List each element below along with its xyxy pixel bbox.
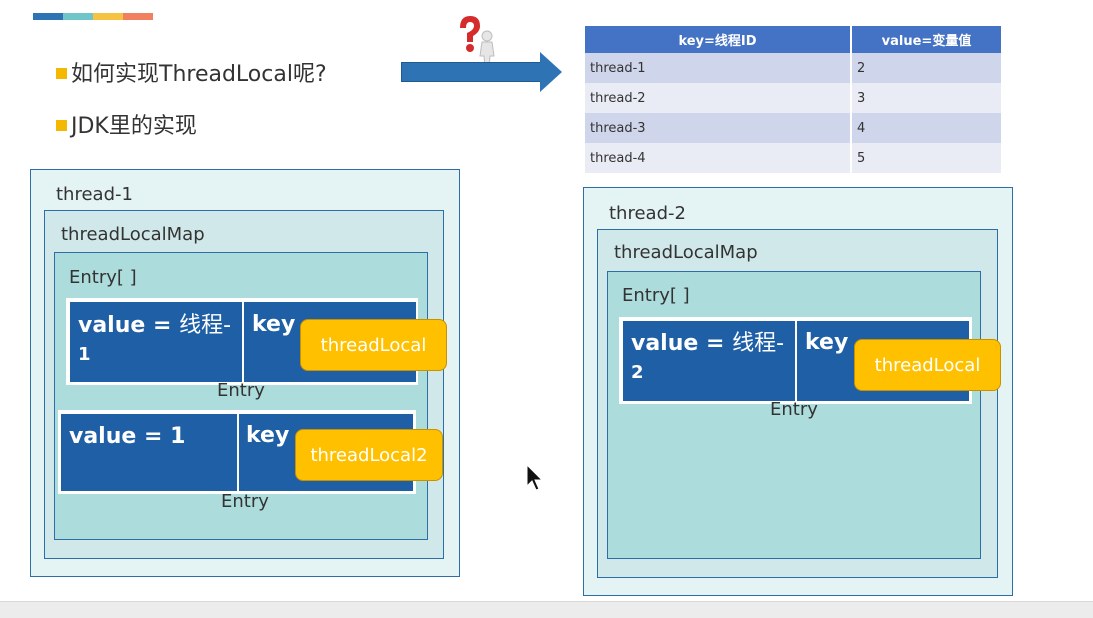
entry-value-text: value = 1 [69,424,186,449]
bullet-jdk-impl: JDK里的实现 [56,108,197,140]
cell-thread: thread-1 [585,53,852,83]
entry-key-text: key [246,423,290,448]
cell-value: 3 [851,83,1001,113]
entry-caption: Entry [770,399,818,420]
table-row: thread-3 4 [585,113,1001,143]
entry-caption: Entry [217,380,265,401]
thread-local-pill: threadLocal [300,319,447,371]
accent-stripe-3 [93,13,123,20]
cell-thread: thread-2 [585,83,852,113]
mouse-cursor-icon [526,464,544,491]
value-thread-name: 线程- [179,313,232,338]
entry-value-cell [69,301,243,383]
entry-key-text: key [252,312,296,337]
bullet-marker [56,120,67,131]
accent-stripe-4 [123,13,153,20]
value-label: value = [631,331,733,356]
table-header-row: key=线程ID value=变量值 [585,26,1001,53]
cell-value: 4 [851,113,1001,143]
thread-2-title: thread-2 [609,203,686,224]
value-thread-name: 线程- [732,331,785,356]
thread-local-pill: threadLocal [854,339,1001,391]
bullet-text: JDK里的实现 [71,114,197,139]
bullet-text: 如何实现ThreadLocal呢? [71,62,327,87]
thread-2-entries-label: Entry[ ] [622,285,690,306]
value-thread-number: 2 [631,362,644,383]
cell-value: 2 [851,53,1001,83]
arrow-shaft [401,62,542,82]
header-key: key=线程ID [585,26,852,53]
thread-local-2-pill: threadLocal2 [295,429,443,481]
table-row: thread-1 2 [585,53,1001,83]
entry-caption: Entry [221,491,269,512]
table-row: thread-4 5 [585,143,1001,173]
entry-value-cell [60,413,238,492]
bullet-marker [56,68,67,79]
header-value: value=变量值 [851,26,1001,53]
thread-1-map-label: threadLocalMap [61,224,205,245]
bottom-scroll-bar [0,601,1093,618]
cell-value: 5 [851,143,1001,173]
bullet-how-implement: 如何实现ThreadLocal呢? [56,56,327,88]
cell-thread: thread-3 [585,113,852,143]
entry-value-text: value = 线程- 2 [631,330,784,387]
entry-value-cell [622,320,796,402]
thread-1-title: thread-1 [56,184,133,205]
table-row: thread-2 3 [585,83,1001,113]
accent-stripe-2 [63,13,93,20]
entry-key-text: key [805,330,849,355]
entry-value-text: value = 线程- 1 [78,312,231,369]
cell-thread: thread-4 [585,143,852,173]
accent-stripe-1 [33,13,63,20]
mapping-table: key=线程ID value=变量值 thread-1 2 thread-2 3… [585,26,1001,173]
thread-1-entries-label: Entry[ ] [69,267,137,288]
thread-2-map-label: threadLocalMap [614,242,758,263]
value-thread-number: 1 [78,344,91,365]
value-label: value = [78,313,180,338]
arrow-right-icon [540,52,562,92]
